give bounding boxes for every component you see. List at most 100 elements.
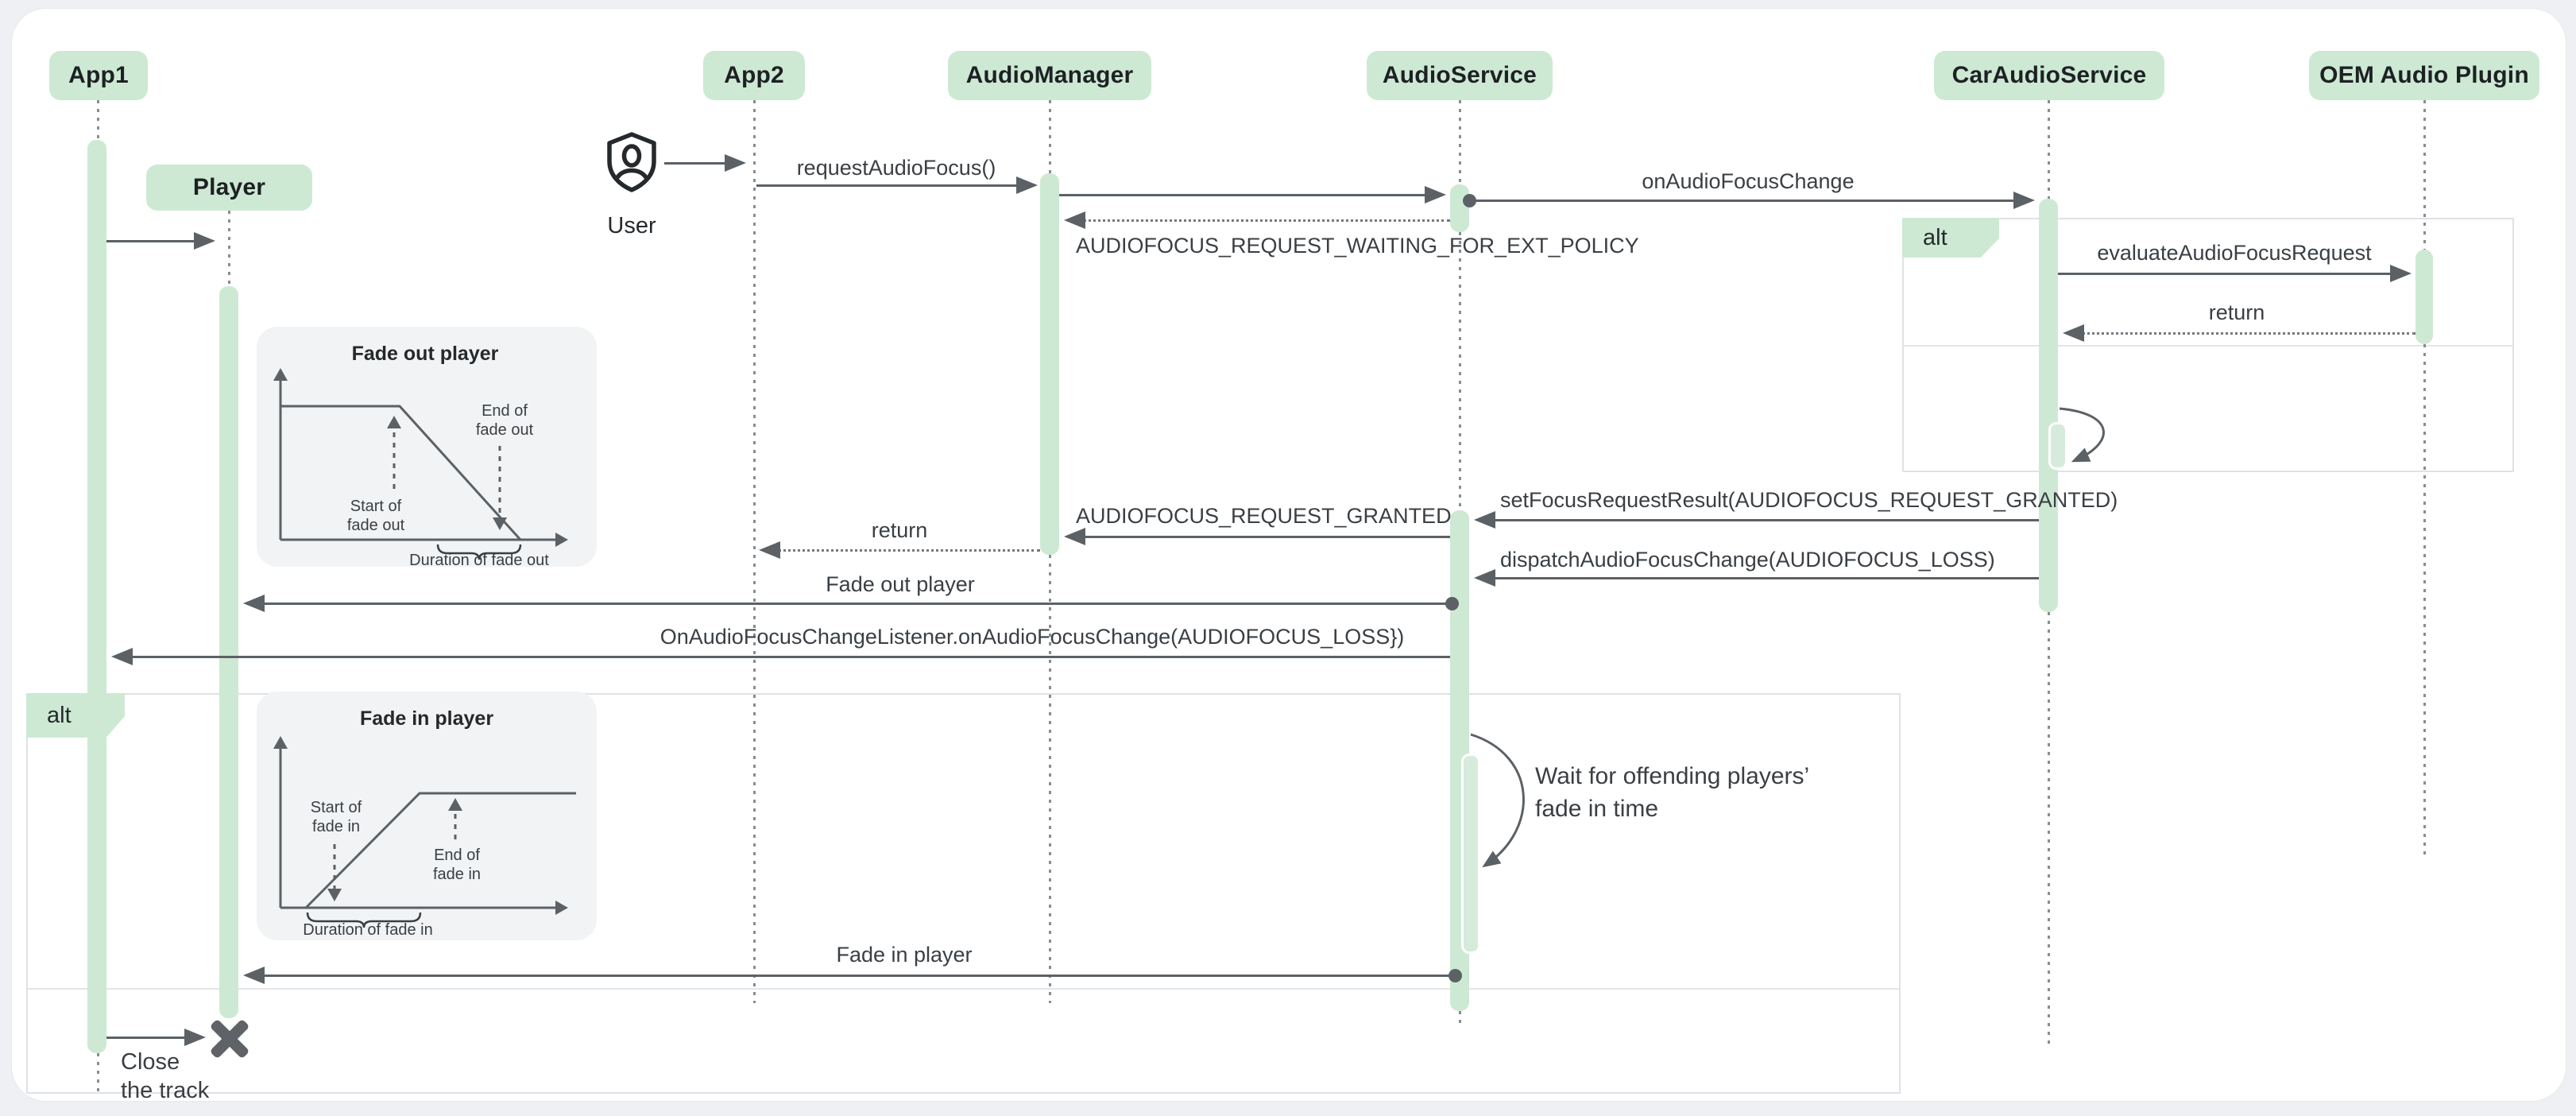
on-focus-change-listener-line bbox=[130, 656, 1450, 658]
manager-return-line bbox=[778, 549, 1040, 552]
waiting-ext-policy-arrowhead bbox=[1064, 211, 1085, 229]
oem-return-arrowhead bbox=[2063, 324, 2084, 342]
app1-to-player-line bbox=[106, 240, 195, 242]
participant-label: App2 bbox=[724, 62, 784, 88]
svg-text:Start of: Start of bbox=[311, 799, 362, 816]
participant-caraudioservice: CarAudioService bbox=[1934, 51, 2164, 100]
participant-label: Player bbox=[192, 174, 266, 200]
alt-frame-divider bbox=[28, 988, 1899, 990]
evaluate-audio-focus-request-label: evaluateAudioFocusRequest bbox=[2097, 241, 2372, 265]
svg-text:End of: End of bbox=[434, 847, 480, 864]
participant-app2: App2 bbox=[703, 51, 805, 100]
request-granted-label: AUDIOFOCUS_REQUEST_GRANTED bbox=[1076, 504, 1452, 528]
close-track-msg-line bbox=[106, 1037, 186, 1039]
inset-title: Fade out player bbox=[352, 343, 499, 365]
lifeline bbox=[2048, 100, 2050, 199]
set-focus-request-result-arrowhead bbox=[1474, 511, 1495, 529]
oem-return-line bbox=[2082, 332, 2415, 335]
fade-out-player-msg-origin-dot bbox=[1445, 597, 1459, 610]
inset-title: Fade in player bbox=[360, 707, 493, 730]
lifeline bbox=[228, 211, 230, 286]
activation-bar bbox=[87, 140, 106, 1053]
alt-frame-label-text: alt bbox=[47, 702, 72, 728]
svg-text:fade in: fade in bbox=[433, 866, 481, 883]
on-audio-focus-change-origin-dot bbox=[1463, 194, 1476, 207]
request-granted-line bbox=[1083, 536, 1450, 538]
dispatch-audio-focus-change-arrowhead bbox=[1474, 569, 1495, 587]
on-audio-focus-change-label: onAudioFocusChange bbox=[1642, 169, 1855, 193]
lifeline bbox=[1459, 232, 1461, 510]
manager-return-arrowhead bbox=[759, 541, 780, 559]
svg-text:End of: End of bbox=[482, 402, 528, 420]
set-focus-request-result-label: setFocusRequestResult(AUDIOFOCUS_REQUEST… bbox=[1500, 488, 2118, 512]
lifeline bbox=[97, 1053, 99, 1092]
participant-label: AudioService bbox=[1382, 62, 1537, 88]
activation-bar bbox=[1040, 173, 1059, 555]
on-focus-change-listener-arrowhead bbox=[111, 648, 133, 665]
fade-out-player-msg-arrowhead bbox=[243, 595, 265, 612]
user-actor-label: User bbox=[607, 213, 656, 238]
on-audio-focus-change-line bbox=[1469, 200, 2015, 202]
fade-in-player-msg-label: Fade in player bbox=[836, 943, 973, 967]
alt-frame-divider bbox=[1904, 345, 2512, 347]
nested-activation-bar bbox=[1461, 754, 1480, 954]
request-audio-focus-label: requestAudioFocus() bbox=[796, 156, 996, 180]
fade-out-player-msg-label: Fade out player bbox=[826, 572, 975, 596]
participant-label: AudioManager bbox=[965, 62, 1134, 88]
alt-frame bbox=[26, 693, 1901, 1094]
svg-text:Duration of fade out: Duration of fade out bbox=[409, 552, 549, 569]
alt-frame-label: alt bbox=[1902, 218, 1999, 258]
lifeline bbox=[2048, 612, 2050, 1049]
close-track-msg-arrowhead bbox=[184, 1029, 206, 1046]
evaluate-audio-focus-request-line bbox=[2058, 273, 2392, 275]
manager-return-label: return bbox=[871, 518, 928, 542]
lifeline bbox=[1049, 100, 1051, 173]
svg-text:fade in: fade in bbox=[312, 818, 360, 835]
activation-bar bbox=[219, 286, 238, 1018]
app1-to-player-arrowhead bbox=[194, 232, 215, 250]
inset-card-fade-out bbox=[257, 327, 597, 567]
manager-to-service-arrowhead bbox=[1425, 186, 1446, 203]
fade-out-player-msg-line bbox=[262, 603, 1450, 605]
alt-frame-label: alt bbox=[26, 693, 125, 738]
participant-audiomanager: AudioManager bbox=[948, 51, 1151, 100]
lifeline bbox=[1459, 1011, 1461, 1025]
set-focus-request-result-line bbox=[1493, 519, 2039, 521]
svg-text:fade out: fade out bbox=[347, 517, 405, 534]
on-audio-focus-change-arrowhead bbox=[2013, 192, 2035, 209]
fade-in-player-msg-origin-dot bbox=[1449, 969, 1462, 982]
waiting-ext-policy-line bbox=[1083, 219, 1450, 222]
activation-bar bbox=[2415, 250, 2433, 344]
participant-label: App1 bbox=[68, 62, 129, 88]
participant-app1: App1 bbox=[49, 51, 148, 100]
nested-activation-bar bbox=[2048, 422, 2067, 470]
on-focus-change-listener-label: OnAudioFocusChangeListener.onAudioFocusC… bbox=[659, 625, 1405, 649]
lifeline bbox=[2423, 100, 2426, 250]
svg-text:Start of: Start of bbox=[350, 498, 402, 515]
fade-in-player-msg-line bbox=[262, 975, 1453, 977]
request-audio-focus-arrowhead bbox=[1016, 176, 1038, 194]
request-granted-arrowhead bbox=[1064, 528, 1085, 545]
lifeline bbox=[753, 100, 756, 1003]
user-to-app2-line bbox=[664, 162, 726, 165]
participant-oemplugin: OEM Audio Plugin bbox=[2309, 51, 2539, 100]
dispatch-audio-focus-change-label: dispatchAudioFocusChange(AUDIOFOCUS_LOSS… bbox=[1500, 548, 1995, 572]
evaluate-audio-focus-request-arrowhead bbox=[2390, 265, 2412, 282]
lifeline bbox=[1459, 100, 1461, 184]
lifeline bbox=[1049, 555, 1051, 1003]
oem-return-label: return bbox=[2208, 300, 2265, 324]
fade-in-player-msg-arrowhead bbox=[243, 967, 265, 984]
lifeline bbox=[97, 100, 99, 140]
participant-audioservice: AudioService bbox=[1367, 51, 1553, 100]
waiting-ext-policy-label: AUDIOFOCUS_REQUEST_WAITING_FOR_EXT_POLIC… bbox=[1076, 234, 1639, 258]
participant-player: Player bbox=[146, 165, 312, 211]
svg-text:fade out: fade out bbox=[476, 421, 534, 439]
activation-bar bbox=[1450, 184, 1469, 232]
alt-frame bbox=[1902, 218, 2514, 472]
participant-label: OEM Audio Plugin bbox=[2319, 62, 2529, 88]
svg-text:Duration of fade in: Duration of fade in bbox=[303, 921, 432, 939]
